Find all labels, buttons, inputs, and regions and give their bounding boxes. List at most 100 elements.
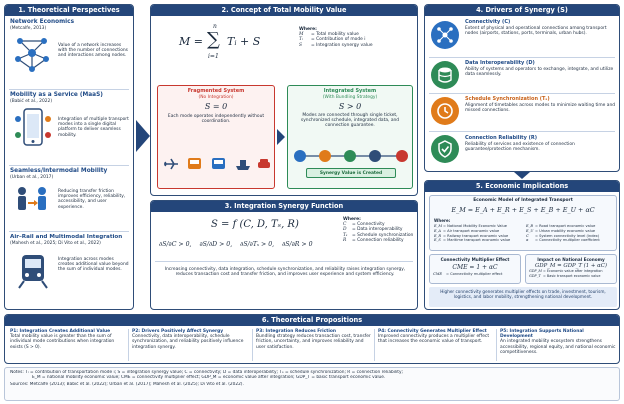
item-desc: Reducing transfer friction improves effi… [58, 189, 126, 210]
divider [496, 329, 497, 361]
where-sym: α [526, 238, 529, 243]
where-desc: = Connection reliability [352, 237, 404, 243]
phone-icon [14, 107, 52, 149]
where-desc: = Basic transport economic value [543, 273, 601, 278]
driver-desc: Extent of physical and operational conne… [465, 25, 607, 36]
database-icon [431, 61, 459, 89]
impact-equation: GDP_M = GDP_T (1 + αC) [534, 263, 608, 270]
synergy-created-badge: Synergy Value is Created [306, 168, 396, 178]
divider [252, 329, 253, 361]
where-sym: E_U [526, 228, 534, 233]
formula-lower: i=1 [208, 53, 219, 60]
shield-check-icon [431, 135, 459, 163]
fragmented-system-box: Fragmented System (No Integration) S = 0… [157, 85, 275, 189]
driver-data-interoperability: Data Interoperability (D) Ability of sys… [465, 60, 617, 77]
cme-title: Connectivity Multiplier Effect [440, 257, 510, 262]
formula-lhs: M = [179, 35, 203, 48]
where-desc: = Connectivity [352, 222, 385, 228]
formula-where: Where: M= Total mobility value Tᵢ= Contr… [299, 27, 415, 48]
where-desc: = National Mobility Economic Value [443, 224, 507, 228]
where-label: Where: [434, 218, 451, 223]
network-icon [12, 33, 52, 73]
synergy-formula: S = f (C, D, Tₛ, R) [211, 219, 299, 230]
where-desc: = Railway transport economic value [443, 233, 509, 238]
panel-theoretical-perspectives: 1. Theoretical Perspectives Network Econ… [4, 4, 134, 310]
derivative-r: ∂S/∂R > 0 [282, 241, 313, 248]
model-title: Economic Model of Integrated Transport [473, 198, 573, 203]
proposition-p2: P2: Drivers Positively Affect Synergy Co… [132, 329, 250, 350]
where-desc: = Maritime transport economic value [443, 238, 511, 243]
impact-title: Impact on National Economy [537, 257, 605, 262]
where-sym: E_M [434, 224, 443, 228]
synergy-where: Where: C= Connectivity D= Data interoper… [343, 217, 417, 243]
divider [9, 89, 129, 90]
formula-sum: ∑ [207, 29, 220, 50]
panel-title: 5. Economic Implications [425, 181, 619, 192]
panel-synergy-function: 3. Integration Synergy Function S = f (C… [150, 200, 418, 310]
mobility-formula: M = n ∑ i=1 Tᵢ + S [179, 23, 299, 67]
where-desc: = Urban mobility economic value [535, 228, 596, 233]
integrated-eq: S > 0 [338, 102, 362, 111]
where-label: Where: [343, 217, 361, 222]
panel-economic-implications: 5. Economic Implications Economic Model … [424, 180, 620, 310]
driver-title: Connection Reliability (R) [465, 135, 537, 141]
where-sym: S [299, 42, 303, 48]
driver-connection-reliability: Connection Reliability (R) Reliability o… [465, 135, 617, 152]
driver-connectivity: Connectivity (C) Extent of physical and … [465, 19, 617, 36]
economic-summary: Higher connectivity generates multiplier… [429, 287, 617, 307]
where-sym: Tₛ [343, 232, 348, 238]
panel-theoretical-propositions: 6. Theoretical Propositions P1: Integrat… [4, 314, 620, 364]
proposition-title: P2: Drivers Positively Affect Synergy [132, 329, 224, 334]
where-sym: E_R [434, 233, 442, 238]
derivative-d: ∂S/∂D > 0, [199, 241, 233, 248]
where-sym: GDP_T [529, 273, 541, 278]
item-title: Seamless/Intermodal Mobility [10, 168, 108, 174]
people-icon [12, 183, 54, 217]
integrated-subtitle: (With Bundling Strategy) [322, 94, 378, 100]
model-equation: E_M = E_A + E_R + E_S + E_B + E_U + αC [451, 206, 595, 215]
where-desc: = System connectivity level (index) [535, 233, 600, 238]
divider [9, 165, 129, 166]
where-sym: GDP_M [529, 269, 542, 274]
sources-line: Sources: Metcalfe (2013); Babić et al. (… [10, 382, 244, 388]
proposition-desc: Total mobility value is greater than the… [10, 334, 115, 350]
impact-card: Impact on National Economy GDP_M = GDP_T… [525, 254, 617, 284]
fragmented-subtitle: (No Integration) [198, 94, 234, 100]
item-cite: (Mahesh et al., 2025; Di Vito et al., 20… [10, 240, 101, 246]
panel-title: 1. Theoretical Perspectives [5, 5, 133, 16]
arrow-down-icon [514, 172, 530, 179]
fragmented-eq: S = 0 [204, 102, 228, 111]
derivative-ts: ∂S/∂Tₛ > 0, [240, 241, 275, 248]
driver-desc: Ability of systems and operators to exch… [465, 66, 614, 77]
where-label: Where: [299, 27, 317, 32]
panel-title: 4. Drivers of Synergy (S) [425, 5, 619, 16]
notes-box: Notes: Tᵢ = contribution of transportati… [4, 367, 620, 401]
divider [429, 131, 615, 132]
where-desc: = Connectivity multiplier coefficient [535, 238, 600, 243]
clock-icon [431, 97, 459, 125]
arrow-right-icon [277, 129, 285, 145]
divider [9, 231, 129, 232]
item-title: Mobility as a Service (MaaS) [10, 92, 103, 98]
item-title: Air–Rail and Multimodal Integration [10, 234, 123, 240]
proposition-desc: Connectivity, data interoperability, sch… [132, 334, 244, 350]
where-sym: D [343, 227, 347, 233]
item-cite: (Urban et al., 2017) [10, 174, 54, 180]
where-desc: = Air transport economic value [443, 228, 500, 233]
where-desc: = Total mobility value [311, 32, 359, 38]
integrated-system-box: Integrated System (With Bundling Strateg… [287, 85, 413, 189]
proposition-p1: P1: Integration Creates Additional Value… [10, 329, 126, 350]
proposition-desc: Bundling strategy reduces transaction co… [256, 334, 371, 350]
transport-icons-fragmented [162, 156, 272, 172]
where-sym: CME [433, 272, 443, 277]
driver-desc: Reliability of services and existence of… [465, 141, 575, 152]
driver-title: Data Interoperability (D) [465, 60, 535, 66]
perspective-item-air-rail: Air–Rail and Multimodal Integration (Mah… [10, 234, 130, 307]
proposition-p5: P5: Integration Supports National Develo… [500, 329, 617, 355]
divider [128, 329, 129, 361]
where-sym: E_A [434, 228, 442, 233]
driver-title: Connectivity (C) [465, 19, 511, 25]
formula-upper: n [213, 23, 217, 30]
where-sym: E_S [434, 238, 441, 243]
driver-title: Schedule Synchronization (Tₛ) [465, 96, 550, 102]
